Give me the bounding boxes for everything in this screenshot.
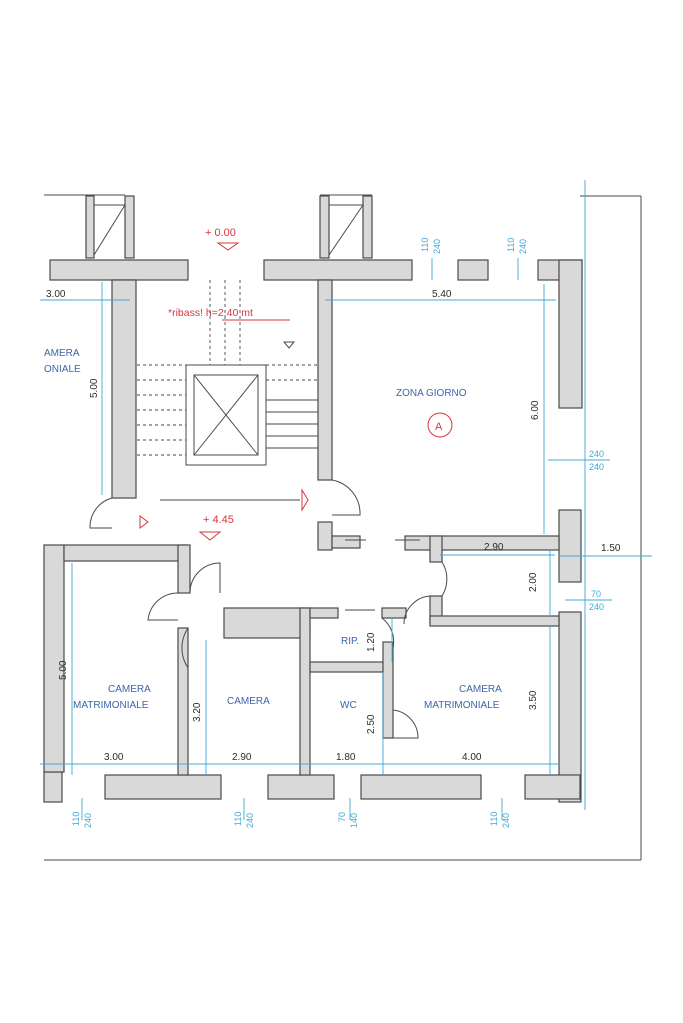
dim-rip-height: 1.20 xyxy=(366,632,377,652)
dim-zona-width: 5.40 xyxy=(432,289,452,300)
ceiling-note: *ribass! h=2,40 mt xyxy=(168,307,253,319)
sheet-frame xyxy=(44,194,642,861)
room-label-left-cut-line2: ONIALE xyxy=(44,364,81,375)
dim-bottom-1: 3.00 xyxy=(104,752,124,763)
dim-camera-height: 3.20 xyxy=(192,702,203,722)
win-bottom-2-a: 110 xyxy=(233,812,243,826)
room-label-camera-matrimoniale-left: CAMERA MATRIMONIALE xyxy=(73,684,153,711)
zone-badge: A xyxy=(435,421,443,433)
room-label-zona-giorno: ZONA GIORNO xyxy=(396,388,467,399)
upper-stubs xyxy=(85,195,373,259)
win-top-1-a: 110 xyxy=(420,238,430,252)
cm-left-line1: CAMERA xyxy=(108,684,151,695)
dim-right-bed-height: 3.50 xyxy=(528,690,539,710)
win-bottom-3-a: 70 xyxy=(337,812,347,822)
dim-zona-height: 6.00 xyxy=(530,400,541,420)
cm-right-line1: CAMERA xyxy=(459,684,502,695)
win-bottom-1-b: 240 xyxy=(83,813,93,828)
win-top-1-b: 240 xyxy=(432,239,442,254)
win-top-2-a: 110 xyxy=(506,238,516,252)
dim-left-bed-height: 5.00 xyxy=(58,660,69,680)
win-bottom-4-a: 110 xyxy=(489,812,499,826)
cm-left-line2: MATRIMONIALE xyxy=(73,700,149,711)
room-label-rip: RIP. xyxy=(341,636,359,647)
dim-balcony: 1.50 xyxy=(601,543,621,554)
room-labels: AMERA ONIALE ZONA GIORNO CAMERA MATRIMON… xyxy=(44,348,504,711)
win-bottom-3-b: 140 xyxy=(349,813,359,828)
room-label-left-cut-line1: AMERA xyxy=(44,348,80,359)
dimension-values: 3.00 5.00 5.40 6.00 2.90 2.00 1.50 1.20 … xyxy=(46,289,621,763)
dim-corridor-width: 2.90 xyxy=(484,542,504,553)
dim-corridor-height: 2.00 xyxy=(528,572,539,592)
win-right-2-b: 240 xyxy=(589,602,604,612)
win-bottom-1-a: 110 xyxy=(71,812,81,826)
dim-bottom-3: 1.80 xyxy=(336,752,356,763)
room-label-wc: WC xyxy=(340,700,357,711)
win-right-2-a: 70 xyxy=(591,589,601,599)
win-top-2-b: 240 xyxy=(518,239,528,254)
level-top-label: + 0.00 xyxy=(205,227,236,239)
dim-left-room-height: 5.00 xyxy=(89,378,100,398)
room-label-left-cut: AMERA ONIALE xyxy=(44,348,82,375)
level-markers: + 0.00 + 4.45 *ribass! h=2,40 mt A xyxy=(139,227,453,541)
cm-right-line2: MATRIMONIALE xyxy=(424,700,500,711)
room-label-camera: CAMERA xyxy=(227,696,270,707)
level-landing-label: + 4.45 xyxy=(203,514,234,526)
dim-top-left-width: 3.00 xyxy=(46,289,66,300)
window-annotations: 110 240 110 240 240 240 70 240 110 240 1… xyxy=(71,238,604,828)
door-swings xyxy=(89,479,448,739)
stair-core xyxy=(137,280,318,501)
exterior-walls xyxy=(43,259,583,803)
win-right-1-b: 240 xyxy=(589,462,604,472)
win-bottom-4-b: 240 xyxy=(501,813,511,828)
win-bottom-2-b: 240 xyxy=(245,813,255,828)
dim-wc-height: 2.50 xyxy=(366,714,377,734)
dim-bottom-4: 4.00 xyxy=(462,752,482,763)
room-label-camera-matrimoniale-right: CAMERA MATRIMONIALE xyxy=(424,684,504,711)
dimension-lines xyxy=(40,180,652,820)
dim-bottom-2: 2.90 xyxy=(232,752,252,763)
interior-walls xyxy=(63,279,560,776)
win-right-1-a: 240 xyxy=(589,449,604,459)
